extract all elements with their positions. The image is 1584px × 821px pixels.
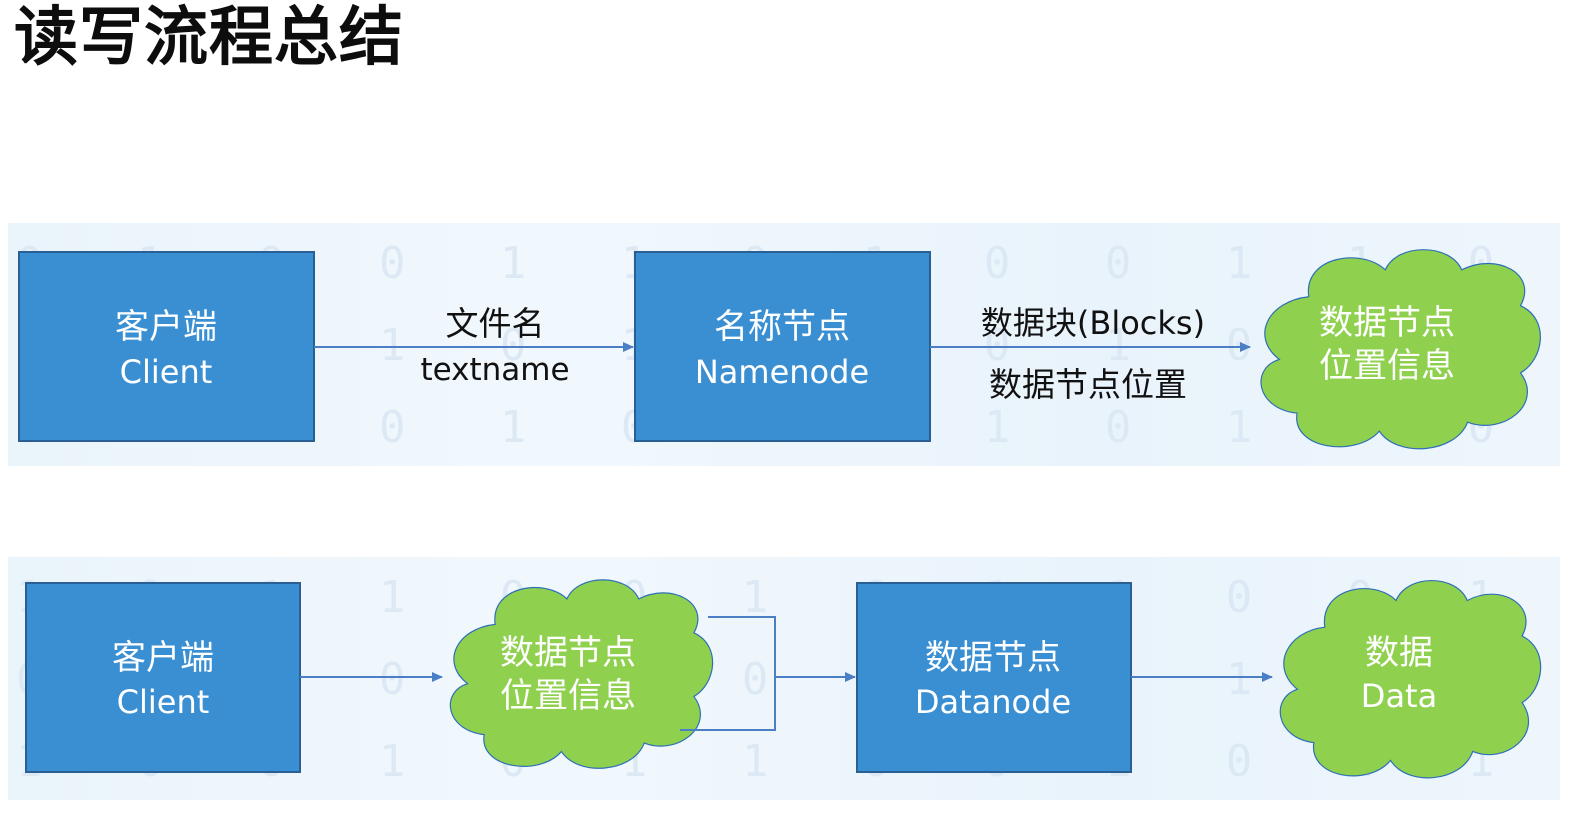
datanode-label-cn: 数据节点 bbox=[925, 638, 1061, 678]
write-cloud1-label-line2: 位置信息 bbox=[500, 676, 636, 716]
namenode-label-en: Namenode bbox=[695, 353, 869, 391]
read-edge1-label-en: textname bbox=[420, 352, 569, 388]
data-cloud-label-en: Data bbox=[1361, 677, 1437, 715]
namenode-label-cn: 名称节点 bbox=[714, 307, 850, 347]
read-edge2-label-location: 数据节点位置 bbox=[989, 365, 1187, 404]
write-client-label-en: Client bbox=[117, 683, 210, 721]
datanode-node[interactable]: 数据节点 Datanode bbox=[856, 582, 1132, 773]
read-cloud-label-line1: 数据节点 bbox=[1319, 303, 1455, 343]
read-edge1-label-cn: 文件名 bbox=[446, 304, 545, 343]
namenode-node[interactable]: 名称节点 Namenode bbox=[634, 251, 931, 442]
read-location-cloud[interactable]: 数据节点 位置信息 bbox=[1259, 247, 1543, 451]
read-client-label-cn: 客户端 bbox=[115, 307, 217, 347]
read-flow-diagram: 客户端 Client 文件名 textname 名称节点 Namenode 数据… bbox=[18, 247, 1543, 451]
read-client-label-en: Client bbox=[120, 353, 213, 391]
write-data-cloud[interactable]: 数据 Data bbox=[1278, 578, 1543, 780]
read-edge2-label-blocks: 数据块(Blocks) bbox=[981, 304, 1205, 342]
data-cloud-label-cn: 数据 bbox=[1365, 633, 1433, 673]
read-cloud-label-line2: 位置信息 bbox=[1319, 346, 1455, 386]
write-location-cloud[interactable]: 数据节点 位置信息 bbox=[448, 578, 715, 770]
write-bracket-connector bbox=[680, 616, 776, 731]
datanode-label-en: Datanode bbox=[915, 683, 1071, 721]
write-cloud1-label-line1: 数据节点 bbox=[500, 633, 636, 673]
write-client-label-cn: 客户端 bbox=[112, 638, 214, 678]
page-title: 读写流程总结 bbox=[14, 1, 404, 75]
read-client-node[interactable]: 客户端 Client bbox=[18, 251, 315, 442]
write-flow-diagram: 客户端 Client 数据节点 位置信息 数据节点 Datanode 数据 Da… bbox=[25, 578, 1543, 780]
write-client-node[interactable]: 客户端 Client bbox=[25, 582, 301, 773]
